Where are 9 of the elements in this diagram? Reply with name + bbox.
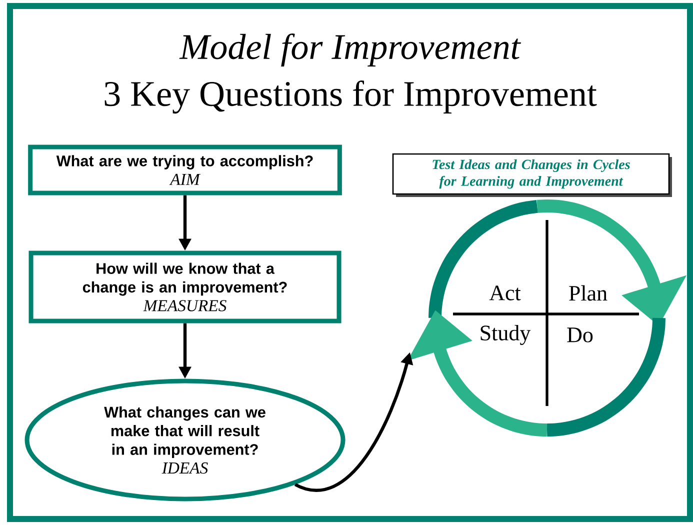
question-box: What are we trying to accomplish? AIM	[28, 144, 342, 196]
quadrant-label: Do	[567, 328, 593, 342]
quadrant-label: Plan	[569, 285, 608, 301]
quadrant-label: Act	[489, 286, 521, 300]
subtitle: 3 Key Questions for Improvement	[104, 80, 597, 114]
quadrant-label: Study	[480, 325, 531, 345]
question-box: How will we know that a change is an improvement? MEASURES	[28, 250, 342, 324]
title: Model for Improvement	[179, 34, 522, 67]
caption-box: Test Ideas and Changes in Cycles for Learning and Improvement	[392, 153, 672, 197]
